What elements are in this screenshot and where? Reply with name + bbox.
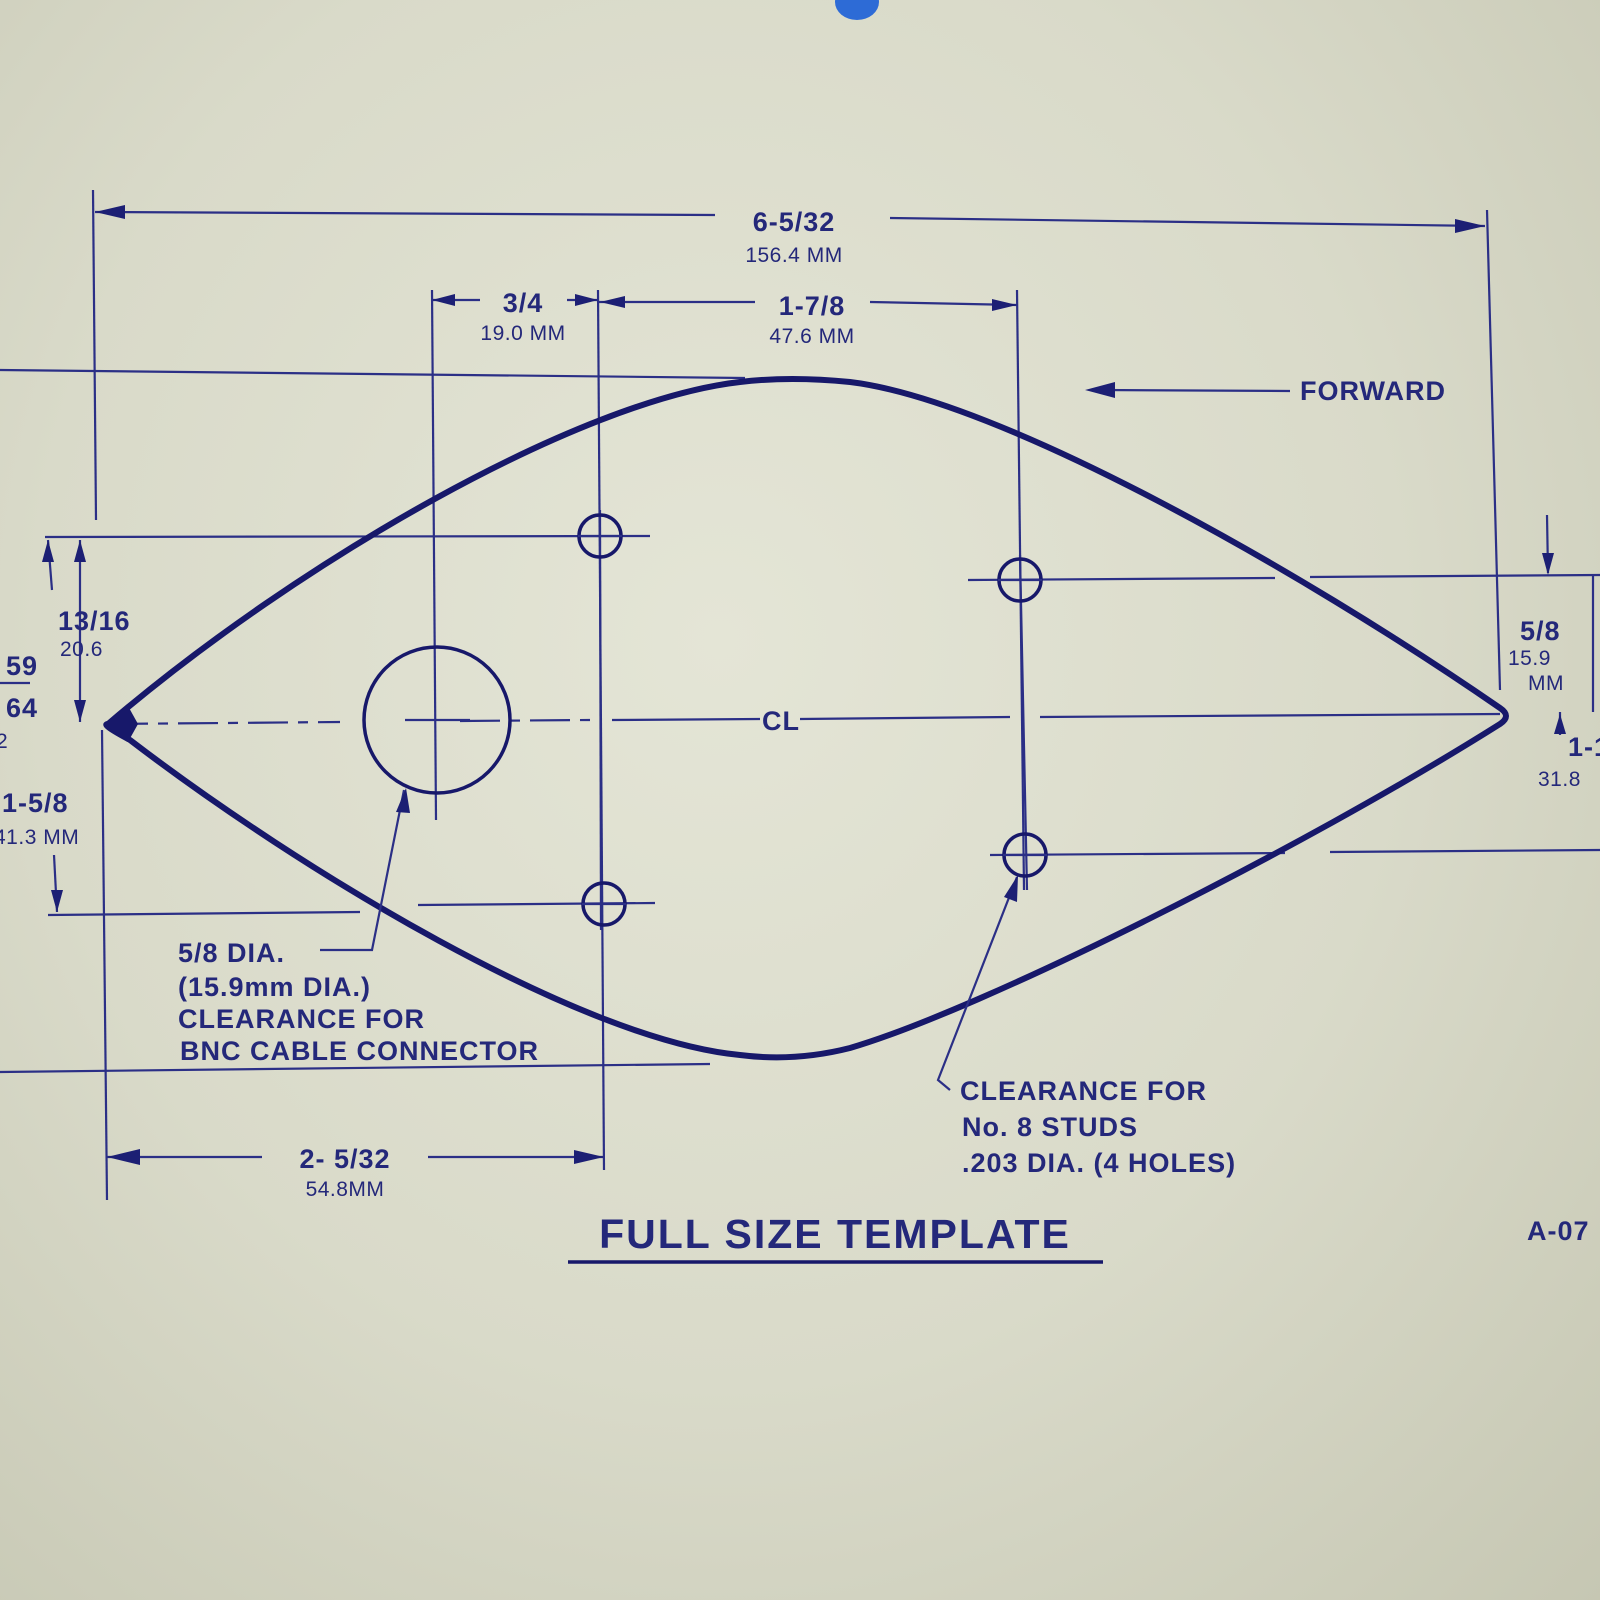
left-edge-partial-1: 59 bbox=[6, 651, 38, 681]
stud-hole-upper-left bbox=[577, 513, 623, 559]
stud-hole-lower-right bbox=[1002, 832, 1048, 878]
stud-note-line-2: No. 8 STUDS bbox=[962, 1112, 1138, 1142]
connector-offset-mm: 19.0 MM bbox=[480, 322, 565, 345]
stud-note-line-3: .203 DIA. (4 HOLES) bbox=[962, 1148, 1236, 1178]
flange-outline bbox=[103, 376, 1509, 1061]
left-tip bbox=[104, 706, 138, 742]
left-lower-frac: 1-5/8 bbox=[2, 788, 69, 818]
stud-hole-lower-left bbox=[581, 881, 627, 927]
centerline bbox=[107, 712, 1501, 726]
right-upper-frac: 5/8 bbox=[1520, 616, 1561, 646]
connector-offset-frac: 3/4 bbox=[503, 288, 544, 318]
bnc-connector-hole bbox=[362, 645, 512, 795]
overall-width-frac: 6-5/32 bbox=[753, 207, 836, 237]
drawing-number: A-07 bbox=[1527, 1216, 1590, 1246]
stud-spacing-mm: 47.6 MM bbox=[769, 325, 854, 348]
right-upper-mm-1: 15.9 bbox=[1508, 647, 1551, 670]
centerline-symbol: CL bbox=[762, 706, 800, 736]
left-lower-mm: 41.3 MM bbox=[0, 826, 79, 849]
forward-label: FORWARD bbox=[1300, 376, 1446, 406]
right-lower-frac: 1-1 bbox=[1568, 732, 1600, 762]
stud-spacing-frac: 1-7/8 bbox=[779, 291, 846, 321]
left-edge-partial-2: 64 bbox=[6, 693, 38, 723]
template-title: FULL SIZE TEMPLATE bbox=[599, 1211, 1071, 1257]
connector-note-line-1: 5/8 DIA. bbox=[178, 938, 285, 968]
clip-mark bbox=[835, 0, 879, 20]
overall-width-mm: 156.4 MM bbox=[745, 244, 842, 267]
connector-note-line-2: (15.9mm DIA.) bbox=[178, 972, 371, 1002]
dimension-lines bbox=[42, 205, 1595, 1165]
left-edge-partial-3: 2 bbox=[0, 730, 8, 753]
connector-note-line-3: CLEARANCE FOR bbox=[178, 1004, 425, 1034]
connector-note: 5/8 DIA. (15.9mm DIA.) CLEARANCE FOR BNC… bbox=[178, 938, 539, 1066]
left-upper-frac: 13/16 bbox=[58, 606, 131, 636]
right-lower-mm: 31.8 bbox=[1538, 768, 1581, 791]
stud-note: CLEARANCE FOR No. 8 STUDS .203 DIA. (4 H… bbox=[960, 1076, 1236, 1178]
stud-note-line-1: CLEARANCE FOR bbox=[960, 1076, 1207, 1106]
connector-note-line-4: BNC CABLE CONNECTOR bbox=[180, 1036, 539, 1066]
left-upper-mm: 20.6 bbox=[60, 638, 103, 661]
left-stud-offset-mm: 54.8MM bbox=[306, 1178, 385, 1201]
stud-hole-upper-right bbox=[997, 557, 1043, 603]
right-upper-mm-2: MM bbox=[1528, 672, 1564, 695]
left-stud-offset-frac: 2- 5/32 bbox=[299, 1144, 390, 1174]
